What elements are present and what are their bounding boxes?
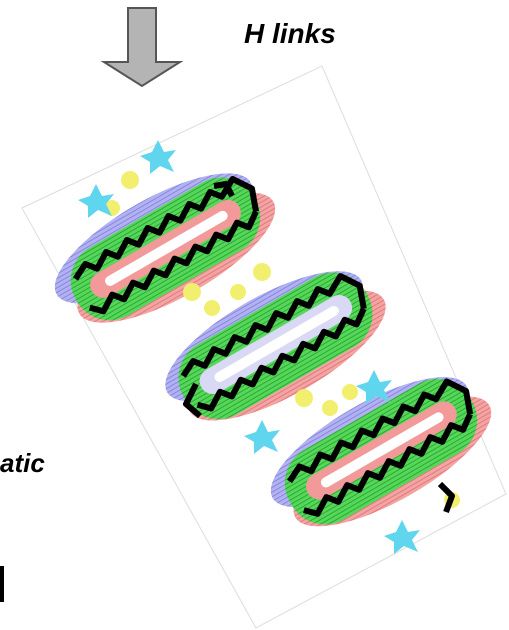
helix-unit-3 [270, 377, 492, 527]
hydrogen-link-markers-cyan [78, 140, 420, 554]
helix-unit-2 [165, 271, 386, 421]
left-edge-bar [0, 566, 4, 602]
partial-left-label: atic [0, 448, 45, 478]
cross-link-strands [183, 181, 455, 514]
h-links-label: H links [244, 18, 336, 49]
hydrogen-link-markers-yellow [104, 171, 460, 508]
helix-unit-1 [54, 173, 276, 323]
down-arrow-icon [100, 7, 184, 88]
image-frame [21, 65, 507, 629]
